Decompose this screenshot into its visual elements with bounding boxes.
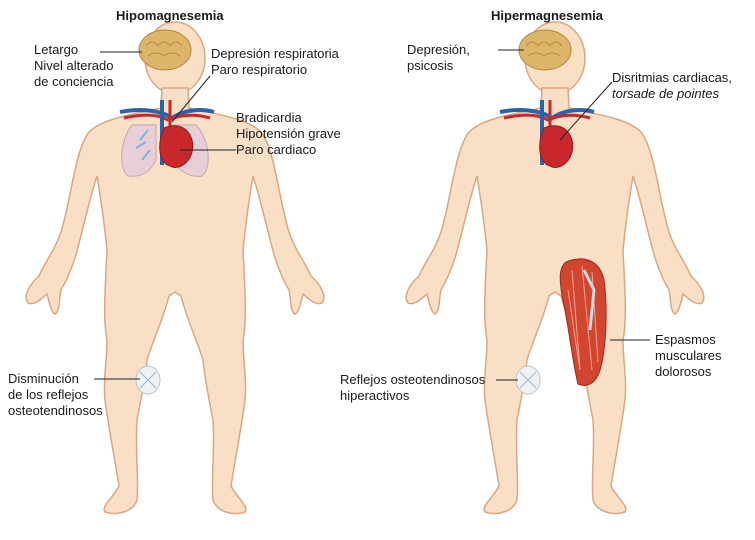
- right-brain: [519, 30, 571, 70]
- left-title: Hipomagnesemia: [116, 8, 224, 24]
- left-brain-label: Letargo Nivel alterado de conciencia: [34, 42, 114, 90]
- right-muscle-label: Espasmos musculares dolorosos: [655, 332, 721, 380]
- left-body: [26, 22, 324, 514]
- right-knee-label: Reflejos osteotendinosos hiperactivos: [340, 372, 485, 404]
- right-title: Hipermagnesemia: [491, 8, 603, 24]
- right-brain-label: Depresión, psicosis: [407, 42, 470, 74]
- left-lungs-label: Depresión respiratoria Paro respiratorio: [211, 46, 339, 78]
- left-brain: [139, 30, 191, 70]
- left-heart-label: Bradicardia Hipotensión grave Paro cardi…: [236, 110, 341, 158]
- right-heart-label: Disritmias cardiacas, torsade de pointes: [612, 70, 732, 102]
- left-heart: [160, 126, 193, 168]
- left-lung-right: [122, 125, 156, 176]
- left-knee-label: Disminución de los reflejos osteotendino…: [8, 371, 103, 419]
